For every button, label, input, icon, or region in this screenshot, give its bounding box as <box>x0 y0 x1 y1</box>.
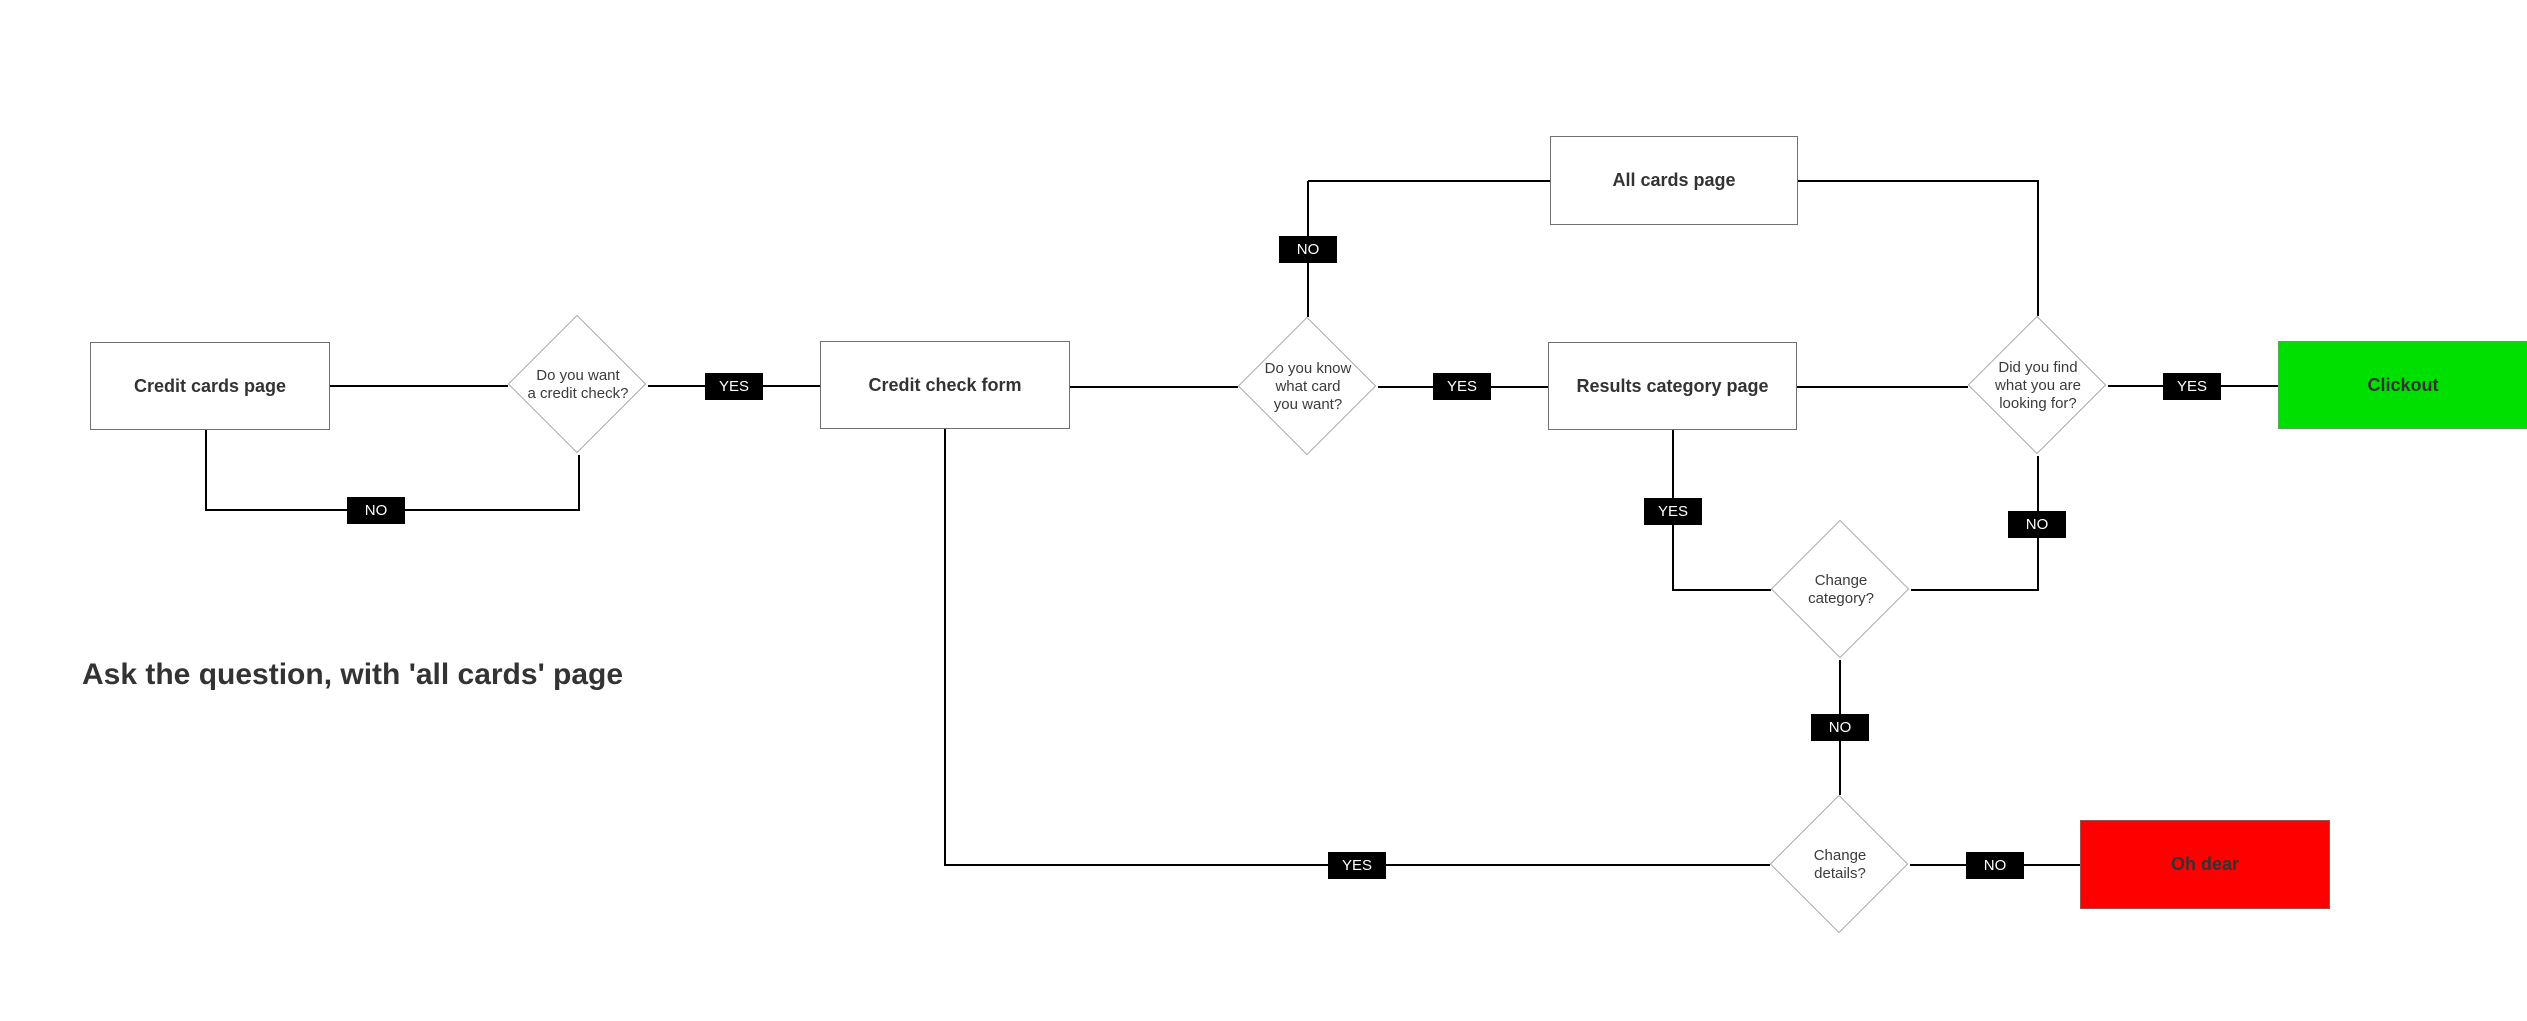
decision-change-category[interactable]: Change category? <box>1770 519 1911 660</box>
decision-credit-check[interactable]: Do you want a credit check? <box>507 314 648 455</box>
edge-label-know-card-no[interactable]: NO <box>1279 236 1337 263</box>
node-label: Credit check form <box>868 374 1022 395</box>
edge-label-know-card-yes[interactable]: YES <box>1433 373 1491 400</box>
connector-found-no-horizontal <box>1911 589 2039 591</box>
connector-changedetails-yes-up-to-form <box>944 429 946 866</box>
node-label: Clickout <box>2367 374 2439 395</box>
node-label: All cards page <box>1612 170 1736 190</box>
node-credit-check-form[interactable]: Credit check form <box>820 341 1070 429</box>
decision-label: Did you find what you are looking for? <box>1995 359 2081 412</box>
edge-label-results-change-yes[interactable]: YES <box>1644 498 1702 525</box>
decision-label: Do you want a credit check? <box>527 367 629 402</box>
edge-label-change-details-no[interactable]: NO <box>1966 852 2024 879</box>
node-oh-dear[interactable]: Oh dear <box>2080 820 2330 909</box>
node-all-cards-page[interactable]: All cards page <box>1550 136 1798 225</box>
decision-label: Change details? <box>1813 847 1867 882</box>
page-title: Ask the question, with 'all cards' page <box>82 658 624 691</box>
edge-label-change-category-no[interactable]: NO <box>1811 714 1869 741</box>
node-clickout[interactable]: Clickout <box>2278 341 2527 429</box>
connector-creditcheck-no-up-to-creditcards <box>205 430 207 511</box>
connector-creditcards-to-creditcheck <box>330 385 508 387</box>
node-results-category-page[interactable]: Results category page <box>1548 342 1797 430</box>
edge-label-credit-check-yes[interactable]: YES <box>705 373 763 400</box>
connector-creditcheck-no-down <box>578 455 580 511</box>
decision-label: Do you know what card you want? <box>1264 360 1352 413</box>
decision-change-details[interactable]: Change details? <box>1769 794 1910 935</box>
connector-knowcard-no-horizontal <box>1308 180 1550 182</box>
edge-label-change-details-yes[interactable]: YES <box>1328 852 1386 879</box>
edge-label-found-no[interactable]: NO <box>2008 511 2066 538</box>
connector-results-to-found <box>1797 386 1968 388</box>
decision-label: Change category? <box>1808 572 1874 607</box>
connector-allcards-to-found-horizontal <box>1798 180 2039 182</box>
decision-found-looking[interactable]: Did you find what you are looking for? <box>1967 315 2108 456</box>
node-label: Oh dear <box>2170 854 2240 874</box>
decision-know-card[interactable]: Do you know what card you want? <box>1237 316 1378 457</box>
edge-label-credit-check-no[interactable]: NO <box>347 497 405 524</box>
node-label: Results category page <box>1576 375 1769 396</box>
edge-label-found-yes[interactable]: YES <box>2163 373 2221 400</box>
connector-results-yes-horizontal <box>1673 589 1771 591</box>
connector-allcards-down-to-found <box>2037 180 2039 316</box>
node-label: Credit cards page <box>133 375 287 396</box>
connector-form-to-knowcard <box>1070 386 1238 388</box>
node-credit-cards-page[interactable]: Credit cards page <box>90 342 330 430</box>
